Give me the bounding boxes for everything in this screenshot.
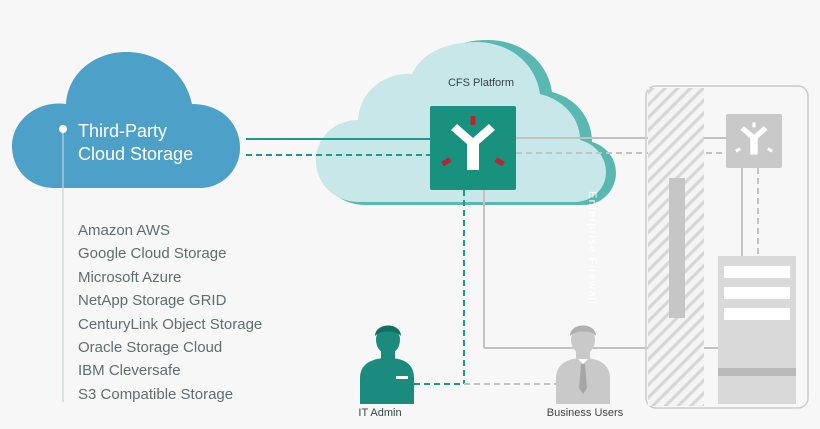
server-rack-icon — [718, 256, 796, 404]
cfs-platform-logo-icon — [441, 116, 505, 170]
enterprise-boundary — [645, 85, 809, 409]
list-item: NetApp Storage GRID — [78, 292, 227, 310]
enterprise-firewall-label-bg — [669, 178, 685, 318]
list-item: Amazon AWS — [78, 222, 170, 239]
third-party-cloud-title: Third-Party Cloud Storage — [78, 120, 193, 166]
business-user-person-icon — [556, 325, 610, 404]
remote-node-logo-icon — [735, 122, 773, 155]
it-admin-person-icon — [360, 325, 414, 404]
list-item: CenturyLink Object Storage — [78, 315, 263, 333]
third-party-title-line2: Cloud Storage — [78, 144, 194, 164]
third-party-cloud — [12, 52, 240, 188]
it-admin-label: IT Admin — [358, 407, 402, 419]
third-party-bullet — [59, 125, 67, 133]
cfs-platform-label: CFS Platform — [447, 77, 514, 89]
list-item: Oracle Storage Cloud — [78, 339, 223, 357]
third-party-title-line1: Third-Party — [78, 121, 168, 141]
business-users-label: Business Users — [546, 407, 624, 419]
enterprise-firewall-label: Enterprise Firewall — [586, 191, 598, 305]
list-item: Microsoft Azure — [78, 268, 182, 286]
list-item: S3 Compatible Storage — [78, 385, 234, 403]
list-item: Google Cloud Storage — [78, 245, 227, 263]
storage-provider-list: Amazon AWS Google Cloud Storage Microsof… — [78, 219, 262, 406]
list-item: IBM Cleversafe — [78, 362, 181, 380]
